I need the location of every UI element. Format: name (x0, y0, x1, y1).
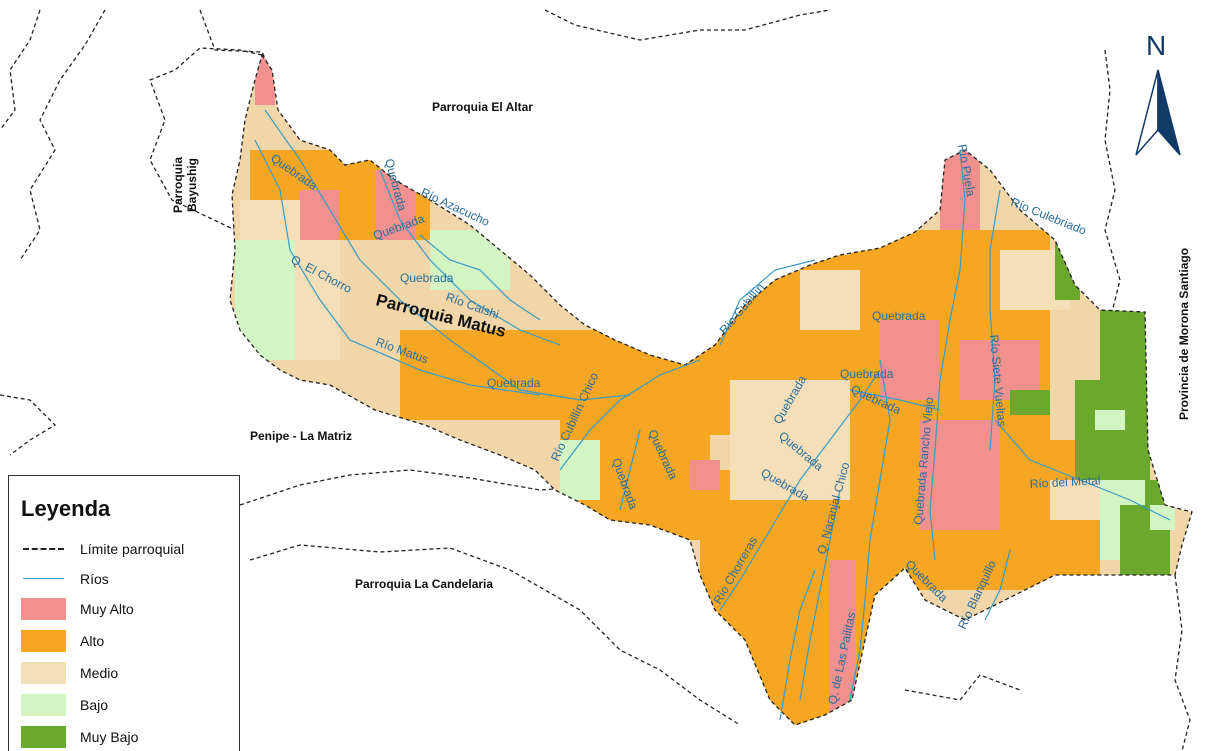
label-quebrada-8: Quebrada (872, 309, 926, 323)
legend-item-medio: Medio (21, 662, 118, 684)
legend-swatch (21, 598, 66, 620)
study-area-outline (229, 53, 1193, 726)
legend-swatch (21, 630, 66, 652)
legend-swatch (21, 694, 66, 716)
label-parroquia-el-altar: Parroquia El Altar (432, 100, 533, 114)
label-rio-del-metal: Río del Metal (1029, 473, 1100, 491)
north-letter: N (1146, 30, 1167, 61)
legend-swatch (21, 662, 66, 684)
label-provincia-morona-santiago: Provincia de Morona Santiago (1177, 248, 1191, 420)
legend-title: Leyenda (21, 496, 111, 521)
legend-item-limite-parroquial: Límite parroquial (21, 538, 184, 560)
legend-swatch (21, 726, 66, 748)
legend-label: Alto (80, 633, 105, 649)
river-line-icon (21, 568, 66, 590)
dashed-line-icon (21, 538, 66, 560)
legend-item-muy-bajo: Muy Bajo (21, 726, 138, 748)
legend-label: Muy Bajo (80, 729, 139, 745)
hazard-raster (230, 55, 1192, 725)
legend-label: Medio (80, 665, 119, 681)
rivers (254, 109, 1171, 721)
legend-label: Muy Alto (80, 601, 134, 617)
north-arrow: N (1128, 30, 1196, 160)
label-penipe-la-matriz: Penipe - La Matriz (250, 429, 352, 443)
legend-item-bajo: Bajo (21, 694, 108, 716)
legend-item-alto: Alto (21, 630, 104, 652)
legend-item-muy-alto: Muy Alto (21, 598, 134, 620)
north-arrow-icon (1135, 69, 1181, 156)
legend-item-rios: Ríos (21, 568, 109, 590)
legend: Leyenda Límite parroquial Ríos Muy Alto … (8, 475, 240, 751)
label-quebrada-4: Quebrada (400, 271, 454, 285)
label-parroquia-la-candelaria: Parroquia La Candelaria (355, 577, 493, 591)
legend-label: Límite parroquial (80, 541, 185, 557)
label-parroquia-bayushig: ParroquiaBayushig (171, 157, 199, 213)
parish-boundaries (0, 9, 1191, 751)
label-quebrada-5: Quebrada (487, 376, 541, 390)
legend-label: Ríos (80, 571, 109, 587)
label-quebrada-9: Quebrada (840, 367, 894, 381)
legend-label: Bajo (80, 697, 109, 713)
